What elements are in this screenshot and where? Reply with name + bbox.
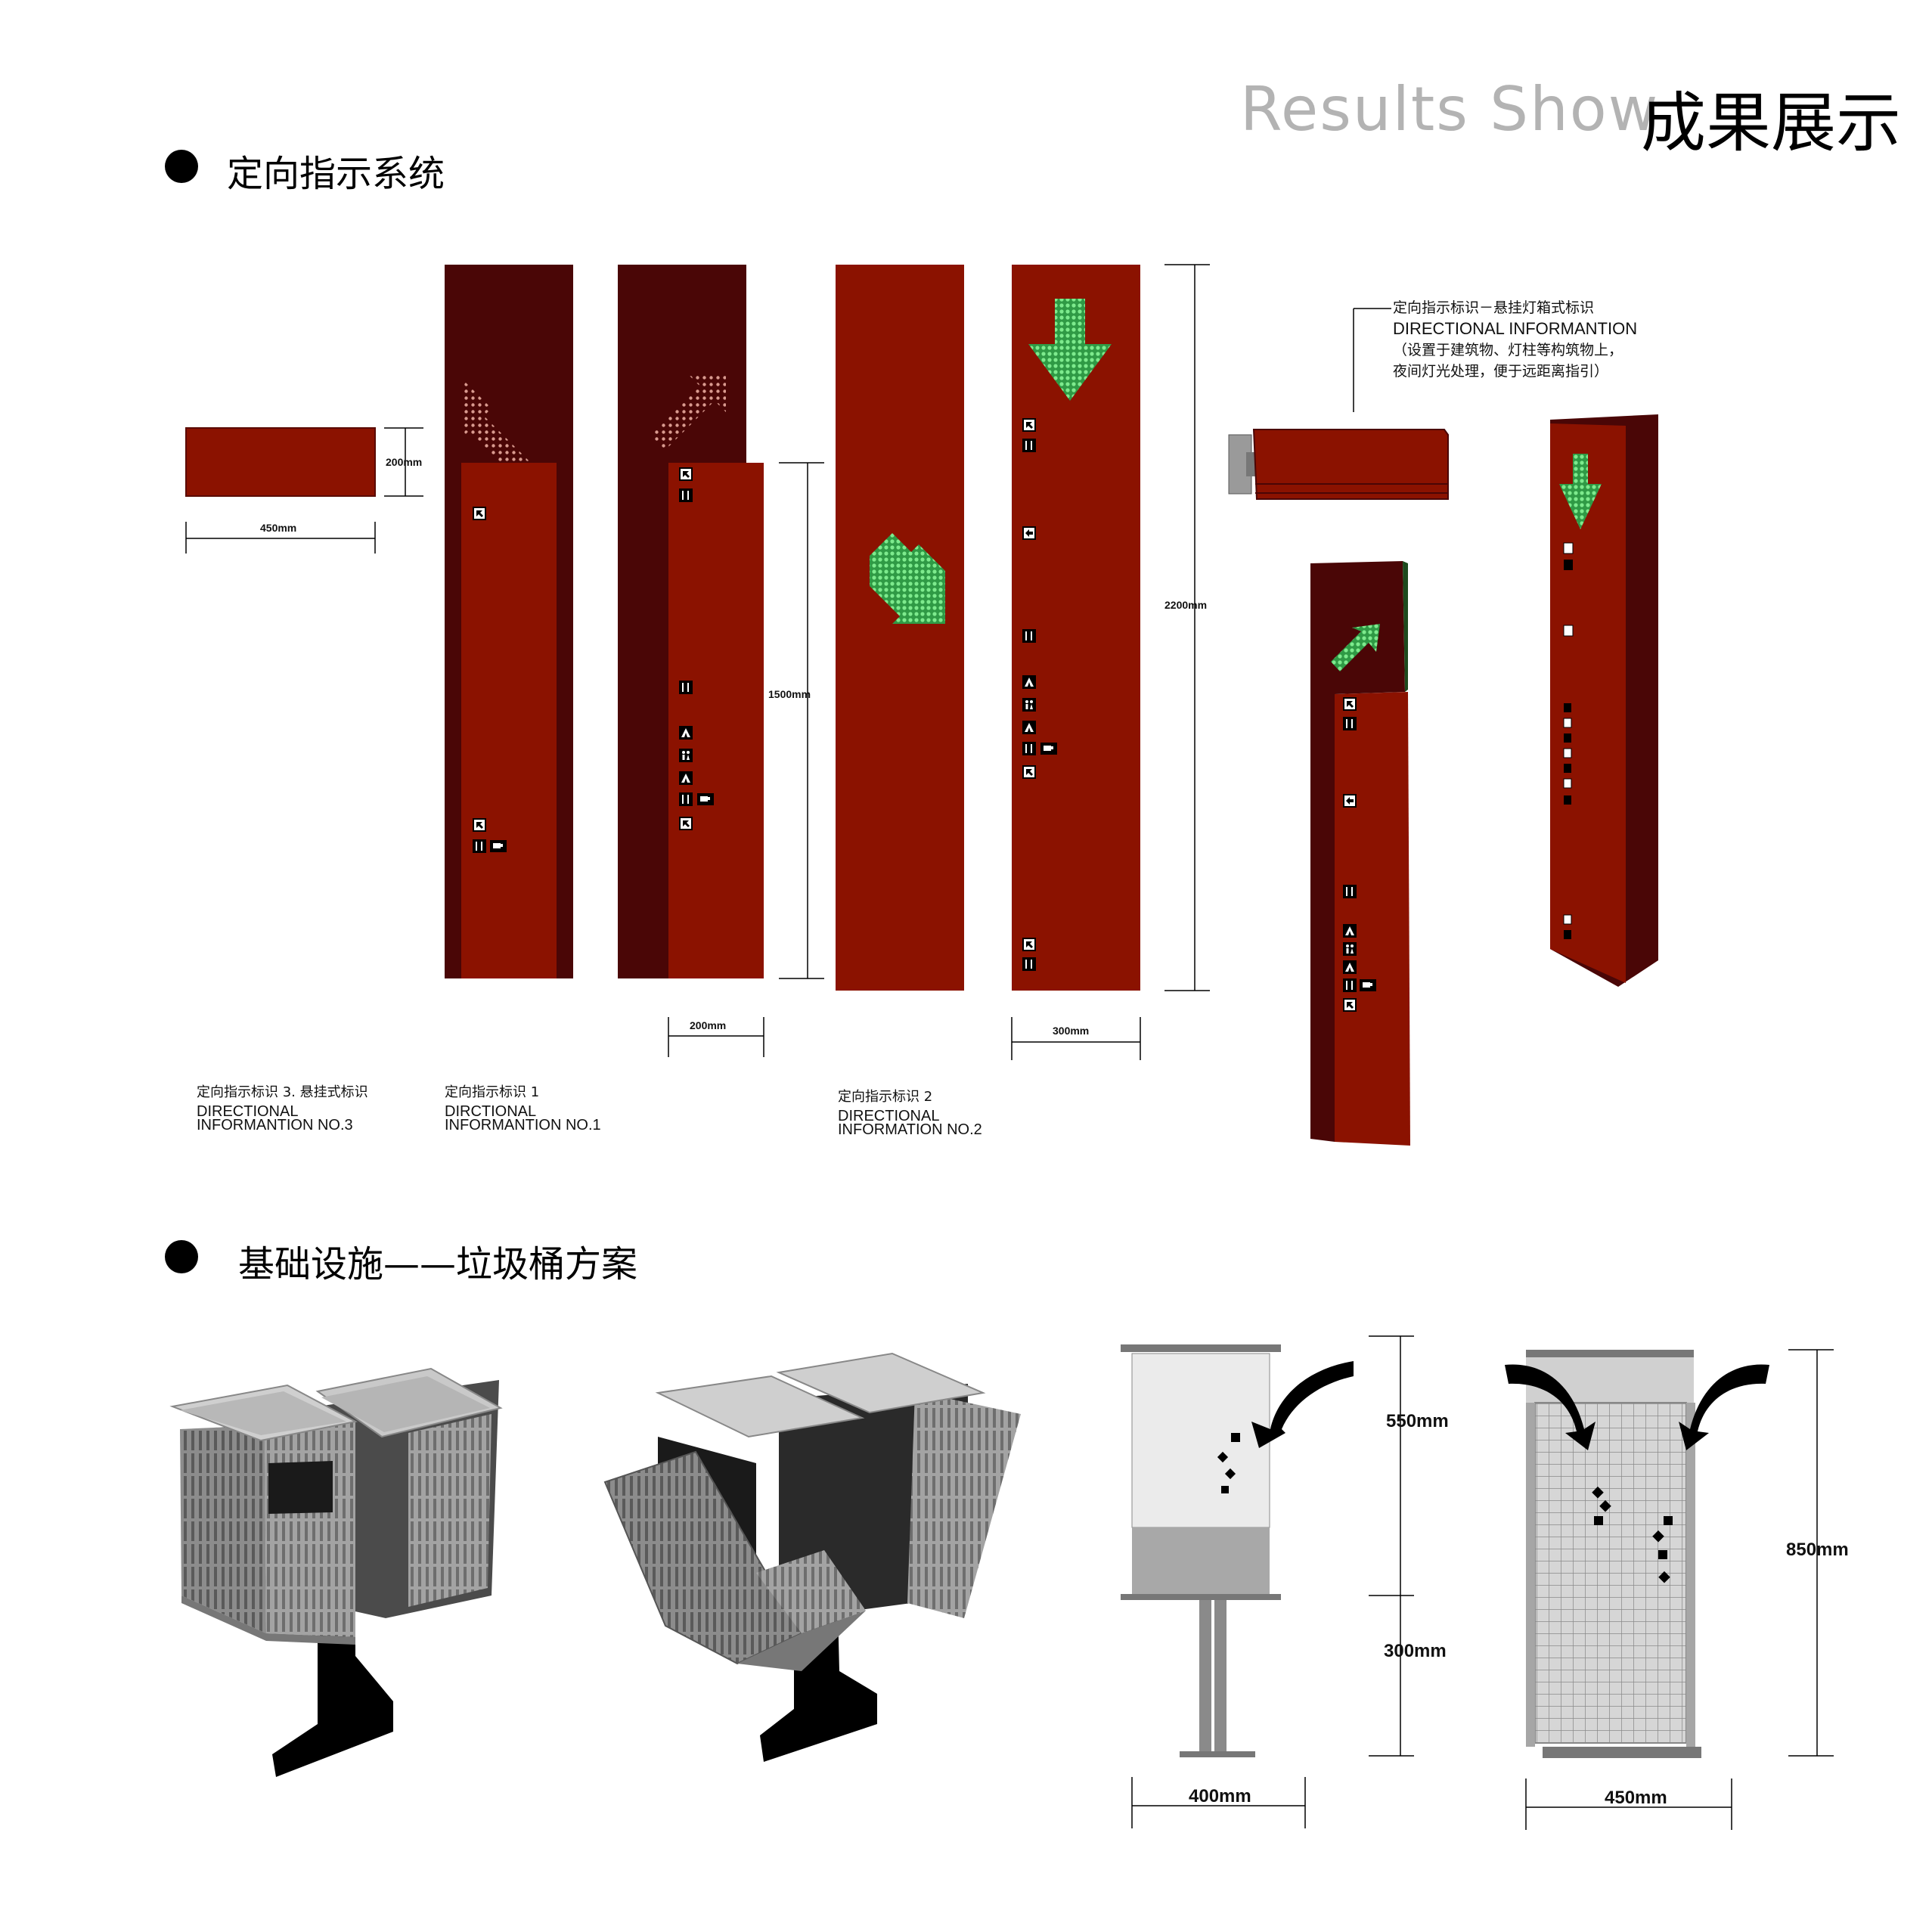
drop-arrow-icon xyxy=(1505,1364,1596,1450)
lightbox-note-line-1: 定向指示标识－悬挂灯箱式标识 xyxy=(1393,299,1595,316)
section-bullet xyxy=(165,150,198,183)
sign-2-label-en-1: DIRECTIONAL xyxy=(838,1108,940,1124)
results-show-title: Results Show xyxy=(1240,74,1660,144)
lightbox-note-line-3: （设置于建筑物、灯柱等构筑物上， xyxy=(1393,342,1623,358)
sign-2-label-en-2: INFORMATION NO.2 xyxy=(838,1121,982,1138)
section-title-wayfinding: 定向指示系统 xyxy=(227,153,445,195)
sign-3d-perspective-a xyxy=(1310,561,1410,1146)
sign-2-label-cn: 定向指示标识 2 xyxy=(838,1089,933,1105)
arrow-up-right-icon xyxy=(650,374,726,450)
trash-bin-side-elevation xyxy=(1121,1344,1354,1757)
sign-3-label-cn: 定向指示标识 3. 悬挂式标识 xyxy=(197,1084,368,1100)
sign-3-height-dimension: 200mm xyxy=(386,456,423,468)
sign-2-height-dimension: 2200mm xyxy=(1164,599,1208,611)
arrow-down-right-icon xyxy=(870,533,945,624)
sign-2-dimension-lines xyxy=(1011,264,1210,1060)
lightbox-leader-line xyxy=(1353,308,1391,412)
bin-upper-height-dimension: 550mm xyxy=(1386,1411,1449,1431)
lightbox-note-line-2: DIRECTIONAL INFORMANTION xyxy=(1393,319,1638,338)
arrow-up-right-icon xyxy=(1331,624,1380,671)
trash-bin-front-elevation xyxy=(1505,1350,1769,1758)
sign-3d-perspective-b xyxy=(1550,414,1658,987)
trash-bin-front-dimension-lines xyxy=(1525,1349,1834,1830)
bin-front-height-dimension: 850mm xyxy=(1786,1540,1849,1560)
sign-2-front-panel xyxy=(836,265,964,991)
arrow-down-icon xyxy=(1028,299,1112,401)
sign-1-label-en-2: INFORMANTION NO.1 xyxy=(445,1117,601,1133)
lightbox-sign-note: 定向指示标识－悬挂灯箱式标识 DIRECTIONAL INFORMANTION … xyxy=(1393,297,1637,382)
trash-bin-3d-open xyxy=(603,1352,1021,1762)
sign-3-label-en-1: DIRECTIONAL xyxy=(197,1103,299,1120)
section-bullet xyxy=(165,1240,198,1273)
drop-arrow-icon xyxy=(1679,1364,1769,1450)
sign-3-label-en-2: INFORMANTION NO.3 xyxy=(197,1117,353,1133)
trash-bin-side-dimension-lines xyxy=(1131,1335,1414,1828)
results-show-title-cn: 成果展示 xyxy=(1641,85,1901,161)
sign-1-height-dimension: 1500mm xyxy=(768,688,811,700)
arrow-down-icon xyxy=(1559,454,1602,529)
sign-3-width-dimension: 450mm xyxy=(260,522,297,534)
trash-bin-3d-closed xyxy=(169,1367,503,1777)
bin-lower-height-dimension: 300mm xyxy=(1384,1641,1447,1661)
sign-1-label-cn: 定向指示标识 1 xyxy=(445,1084,540,1100)
sign-3-dimension-lines xyxy=(185,427,423,554)
sign-3-hanging-panel xyxy=(185,427,376,497)
sign-2-side-panel xyxy=(1012,265,1140,991)
bin-side-width-dimension: 400mm xyxy=(1189,1786,1251,1806)
section-title-bins: 基础设施——垃圾桶方案 xyxy=(238,1243,638,1285)
sign-1-width-dimension: 200mm xyxy=(690,1019,727,1031)
lightbox-note-line-4: 夜间灯光处理，便于远距离指引） xyxy=(1393,363,1609,380)
sign-1-front-panel xyxy=(461,463,557,978)
bin-front-width-dimension: 450mm xyxy=(1605,1788,1667,1808)
sign-1-dimension-lines xyxy=(668,462,824,1057)
lightbox-sign xyxy=(1228,429,1449,500)
sign-1-label-en-1: DIRCTIONAL xyxy=(445,1103,537,1120)
arrow-up-left-icon xyxy=(461,378,529,476)
drop-arrow-icon xyxy=(1251,1361,1354,1448)
sign-2-width-dimension: 300mm xyxy=(1053,1025,1090,1037)
sign-1b-front-panel xyxy=(668,463,764,978)
